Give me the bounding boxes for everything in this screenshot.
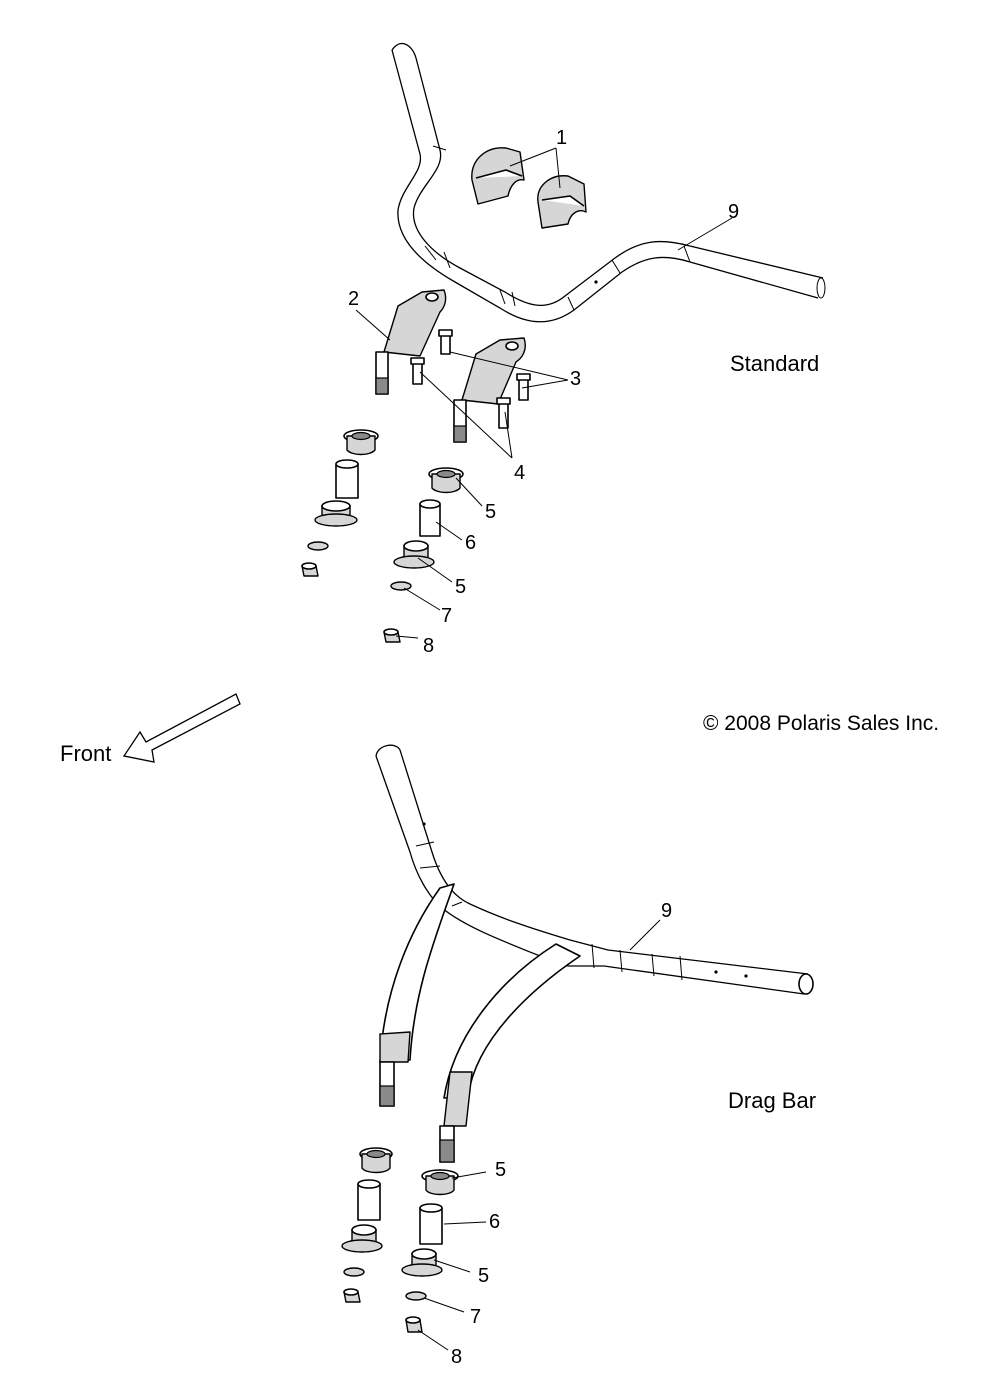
drag-callout-5-lower: 5 [478,1265,489,1287]
bolts [410,329,531,429]
callout-3: 3 [570,368,581,390]
drag-callout-6: 6 [489,1211,500,1233]
drag-bar-assembly: 9 5 6 5 7 8 Drag Bar [341,744,816,1368]
front-direction-indicator: Front [60,693,241,766]
drag-bar-handlebar [375,744,809,975]
drag-left-mount-stack [341,1147,393,1303]
clamp-cap-right [537,175,587,229]
drag-callout-8: 8 [451,1346,462,1368]
riser-left [375,289,447,395]
callout-9: 9 [728,201,739,223]
drag-callout-5-upper: 5 [495,1159,506,1181]
front-label: Front [60,741,111,766]
standard-caption: Standard [730,351,819,376]
riser-right [453,337,526,443]
callout-6: 6 [465,532,476,554]
callout-8: 8 [423,635,434,657]
callout-2: 2 [348,288,359,310]
drag-bar-caption: Drag Bar [728,1088,816,1113]
callout-4: 4 [514,462,525,484]
clamp-cap-left [471,147,525,205]
callout-5-lower: 5 [455,576,466,598]
standard-left-mount-stack [301,429,379,577]
front-arrow-icon [122,693,241,763]
callout-1: 1 [556,127,567,149]
drag-callout-9: 9 [661,900,672,922]
copyright-text: © 2008 Polaris Sales Inc. [703,712,939,735]
drag-callout-7: 7 [470,1306,481,1328]
callout-5-upper: 5 [485,501,496,523]
callout-7: 7 [441,605,452,627]
standard-handlebar [391,42,824,307]
standard-leader-lines [355,147,733,639]
drag-right-mount-stack [401,1169,459,1333]
drag-leader-lines [417,919,661,1351]
standard-right-mount-stack [383,467,464,643]
standard-handlebar-assembly: 1 2 3 4 5 6 5 7 8 9 Standard [301,42,826,657]
